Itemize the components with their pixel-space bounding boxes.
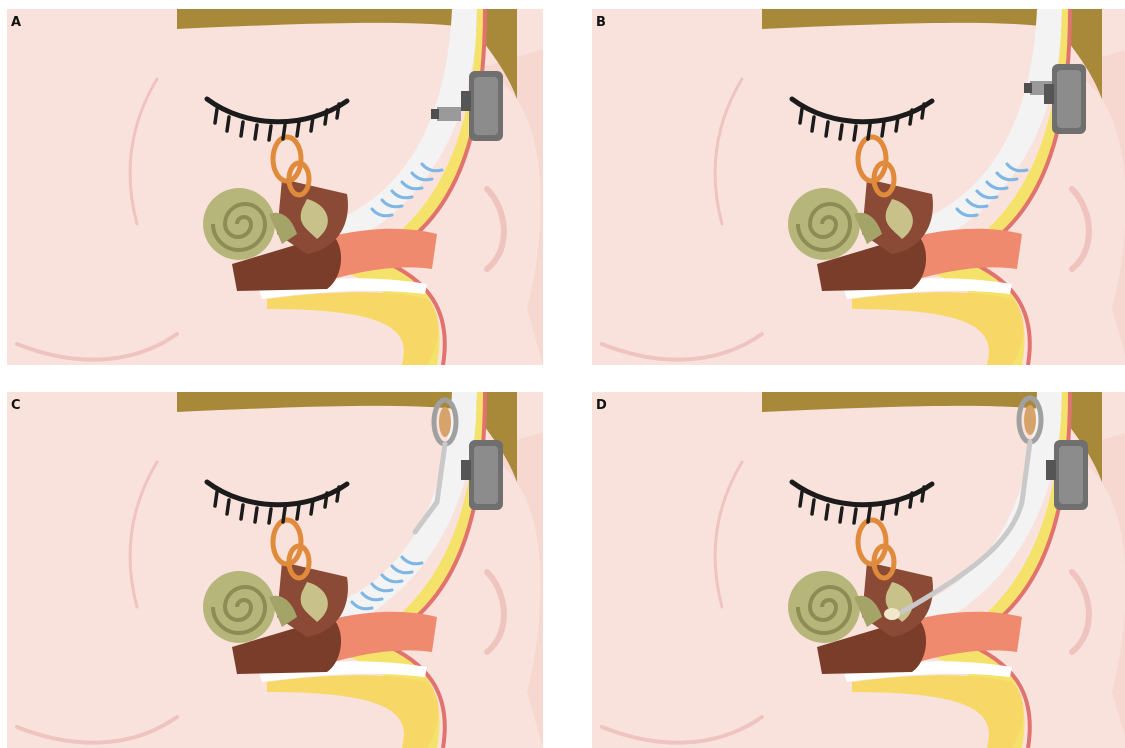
panel-c: C: [7, 392, 543, 748]
panel-label-a: A: [11, 15, 22, 30]
processor-coupler: [461, 460, 471, 480]
panel-label-d: D: [596, 398, 607, 413]
panel-a: A: [7, 9, 543, 365]
processor-coupler: [1044, 84, 1054, 104]
implant-magnet: [1024, 405, 1036, 435]
panel-d: D: [592, 392, 1125, 748]
abutment-screw: [437, 107, 461, 121]
processor-coupler: [461, 91, 471, 111]
panel-label-b: B: [596, 15, 606, 30]
implant-magnet: [439, 407, 451, 437]
processor-face: [474, 77, 498, 135]
processor-face: [1059, 446, 1083, 504]
processor-face: [474, 446, 498, 504]
processor-face: [1057, 70, 1081, 128]
abutment-icon: [431, 107, 461, 121]
ear-diagram-c: [7, 392, 543, 748]
ear-diagram-b: [592, 9, 1125, 365]
floating-mass-transducer: [884, 608, 900, 620]
ear-diagram-d: [592, 392, 1125, 748]
ear-diagram-a: [7, 9, 543, 365]
processor-coupler: [1046, 460, 1056, 480]
panel-label-c: C: [11, 398, 21, 413]
panel-b: B: [592, 9, 1125, 365]
